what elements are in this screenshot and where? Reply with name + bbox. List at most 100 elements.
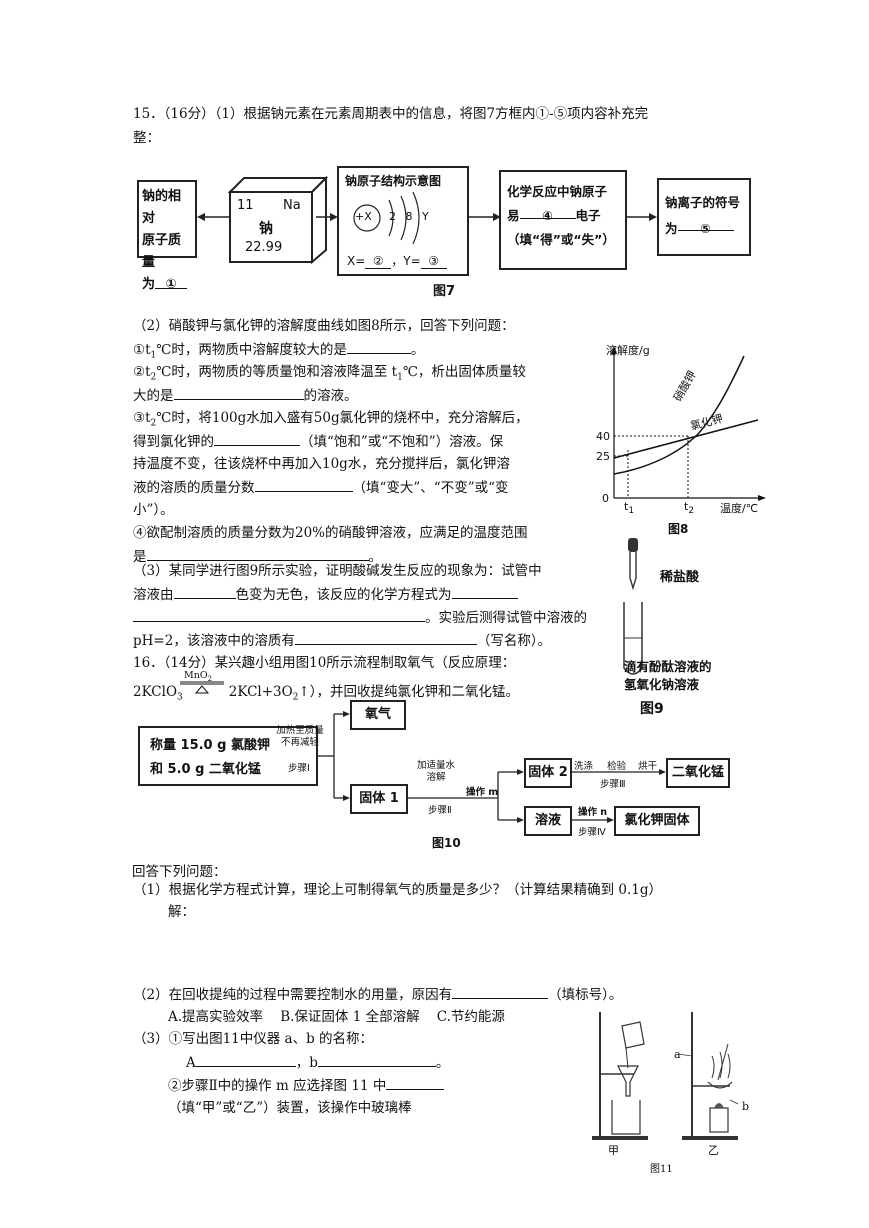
fig10-solid2-box: 固体 2 bbox=[524, 758, 572, 788]
blank-3[interactable]: ③ bbox=[420, 254, 447, 269]
answer-blank[interactable] bbox=[214, 431, 300, 446]
eq-right-sub: 2 bbox=[292, 692, 299, 703]
fig7-caption: 图7 bbox=[433, 284, 456, 299]
fig10-connectors bbox=[318, 711, 666, 823]
fig9-acid-label: 稀盐酸 bbox=[660, 570, 700, 585]
q16-a2b: （填标号）。 bbox=[548, 987, 623, 1003]
fig8-xlabel: 温度/℃ bbox=[720, 502, 759, 515]
cube-symbol: Na bbox=[283, 198, 301, 213]
q16-a2-options: A.提高实验效率 B.保证固体 1 全部溶解 C.节约能源 bbox=[168, 1009, 505, 1025]
reaction-condition-icon bbox=[180, 681, 224, 694]
answer-blank[interactable] bbox=[173, 584, 236, 599]
fig7-atom-structure-box: 钠原子结构示意图 +X 2 8 Y X=②，Y=③ bbox=[337, 166, 469, 276]
fig9-caption: 图9 bbox=[640, 701, 664, 717]
water-line2: 溶解 bbox=[426, 772, 446, 783]
sub-2: 2 bbox=[150, 372, 157, 383]
fig10-caption: 图10 bbox=[432, 836, 461, 850]
answer-blank[interactable] bbox=[254, 477, 353, 492]
arrow-left-icon bbox=[197, 213, 229, 221]
q16-a3: （3）①写出图11中仪器 a、b 的名称： bbox=[133, 1031, 374, 1047]
q16-a1-solution: 解： bbox=[168, 904, 195, 920]
answer-blank[interactable] bbox=[346, 339, 411, 354]
q15-3-l4a: pH=2，该溶液中的溶质有 bbox=[133, 633, 295, 649]
cube-mass: 22.99 bbox=[245, 240, 283, 255]
q15-2-3h: 小”）。 bbox=[133, 502, 174, 518]
sub-2: 2 bbox=[150, 418, 157, 429]
rx-line3: （填“得”或“失”） bbox=[507, 232, 615, 247]
fig10-oxygen-box: 氧气 bbox=[350, 700, 406, 730]
answer-blank[interactable] bbox=[146, 546, 369, 561]
ion-line2: 为 bbox=[665, 221, 678, 236]
arrow-right-icon bbox=[627, 213, 657, 221]
q15-2-3g: （填“变大”、“不变”或“变 bbox=[352, 480, 509, 496]
fig10-kcl-box: 氯化钾固体 bbox=[614, 806, 700, 836]
blank-5[interactable]: ⑤ bbox=[677, 216, 734, 236]
figure-10-flowchart: 称量 15.0 g 氯酸钾 和 5.0 g 二氧化锰 加热至质量 不再减轻 步骤… bbox=[138, 700, 698, 852]
answer-blank[interactable] bbox=[195, 1052, 296, 1067]
fig11-caption: 图11 bbox=[650, 1164, 673, 1175]
fig10-solution-box: 溶液 bbox=[524, 806, 572, 836]
answer-blank[interactable] bbox=[452, 984, 549, 999]
q15-2-4b: 是 bbox=[133, 549, 147, 565]
fig10-op-m: 操作 m bbox=[466, 787, 499, 798]
fig11-jia: 甲 bbox=[608, 1144, 619, 1157]
q15-2-3c: 得到氯化钾的 bbox=[133, 434, 214, 450]
answer-blank[interactable] bbox=[317, 1052, 436, 1067]
answer-blank[interactable] bbox=[451, 584, 518, 599]
blank-4[interactable]: ④ bbox=[519, 204, 576, 223]
q15-3-l3: 。实验后测得试管中溶液的 bbox=[425, 610, 587, 626]
answer-blank[interactable] bbox=[133, 607, 425, 622]
atom-diagram bbox=[353, 191, 420, 245]
fig7-box1-line1: 钠的相对 bbox=[142, 189, 182, 226]
fig7-box1-line2: 原子质量 bbox=[142, 233, 182, 270]
q16-a3-A: A bbox=[186, 1055, 196, 1071]
atom-eq-y: ，Y= bbox=[391, 254, 421, 268]
fig10-start-box: 称量 15.0 g 氯酸钾 和 5.0 g 二氧化锰 bbox=[138, 726, 318, 786]
fig10-step3: 步骤Ⅲ bbox=[600, 779, 626, 790]
blank-1[interactable]: ① bbox=[155, 274, 188, 292]
q15-2-3f: 液的溶质的质量分数 bbox=[133, 480, 255, 496]
kno3-curve bbox=[613, 355, 745, 475]
start-line1: 称量 15.0 g 氯酸钾 bbox=[150, 738, 270, 753]
fig11-label-b: b bbox=[742, 1100, 750, 1113]
q16-header: 16．（14分）某兴趣小组用图10所示流程制取氧气（反应原理： bbox=[133, 655, 516, 671]
q16-a2a: （2）在回收提纯的过程中需要控制水的用量，原因有 bbox=[133, 987, 453, 1003]
fig10-op-n: 操作 n bbox=[578, 807, 608, 818]
eq-right: 2KCl+3O bbox=[228, 684, 293, 700]
atom-eq-x: X= bbox=[347, 254, 366, 268]
fig10-step4: 步骤Ⅳ bbox=[578, 827, 606, 838]
answer-blank[interactable] bbox=[386, 1075, 445, 1090]
fig8-y25: 25 bbox=[596, 450, 610, 463]
eq-tail: ↑），并回收提纯氯化钾和二氧化锰。 bbox=[298, 684, 519, 700]
q15-2-2b: ℃时，两物质的等质量饱和溶液降温至 t bbox=[156, 364, 398, 380]
fig10-step1: 步骤Ⅰ bbox=[288, 763, 310, 774]
q15-part2-intro: （2）硝酸钾与氯化钾的溶解度曲线如图8所示，回答下列问题： bbox=[133, 318, 515, 334]
q15-2-3d: （填“饱和”或“不饱和”）溶液。保 bbox=[300, 434, 504, 450]
fig8-ylabel: 溶解度/g bbox=[606, 344, 650, 357]
arrow-right-icon bbox=[469, 213, 501, 221]
kcl-line bbox=[613, 419, 759, 459]
answer-blank[interactable] bbox=[294, 630, 477, 645]
q15-2-4c: 。 bbox=[368, 549, 383, 565]
q16-a1: （1）根据化学方程式计算，理论上可制得氧气的质量是多少？（计算结果精确到 0.1… bbox=[133, 882, 662, 898]
q15-header: 15．（16分）（1）根据钠元素在元素周期表中的信息，将图7方框内①-⑤项内容补… bbox=[133, 106, 649, 122]
q15-2-2c: ℃，析出固体质量较 bbox=[402, 364, 526, 380]
fig8-t1: t bbox=[624, 500, 629, 513]
q15-2-3b: ℃时，将100g水加入盛有50g氯化钾的烧杯中，充分溶解后， bbox=[156, 410, 529, 426]
water-line1: 加适量水 bbox=[416, 760, 455, 771]
fig10-solid1-box: 固体 1 bbox=[350, 784, 408, 814]
q15-3-l2a: 溶液由 bbox=[133, 587, 174, 603]
answer-blank[interactable] bbox=[173, 385, 304, 400]
fig8-t1-sub: 1 bbox=[628, 506, 635, 517]
heat-line1: 加热至质量 bbox=[276, 725, 324, 736]
figure-8-chart bbox=[611, 346, 766, 501]
q15-3-l2b: 色变为无色，该反应的化学方程式为 bbox=[235, 587, 452, 603]
eq-left-sub: 3 bbox=[177, 692, 183, 703]
q15-3-l4b: （写名称）。 bbox=[476, 633, 552, 649]
blank-2[interactable]: ② bbox=[365, 254, 392, 269]
fig11-yi: 乙 bbox=[708, 1144, 719, 1157]
